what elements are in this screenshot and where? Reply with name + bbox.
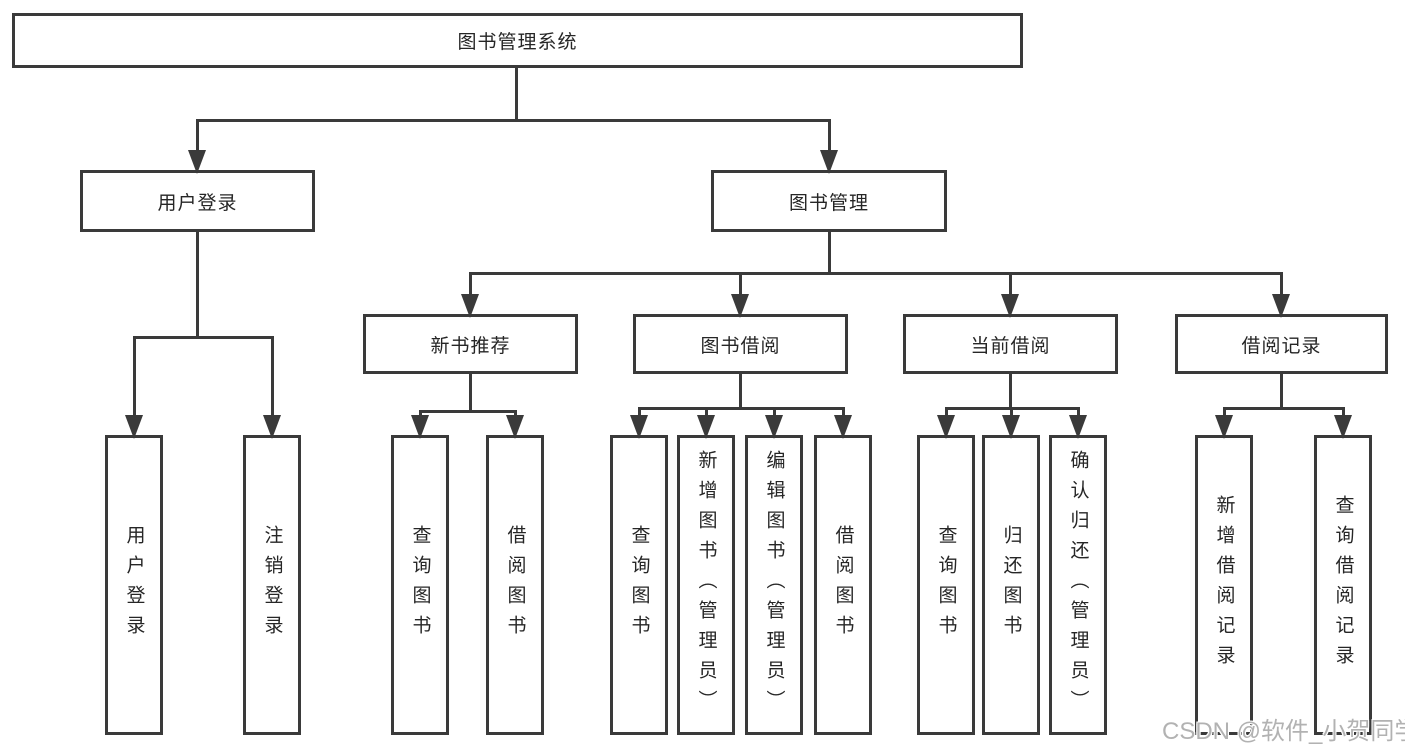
leaf-logout: 注销登录: [243, 435, 301, 735]
arrow-down-icon: [1002, 415, 1020, 439]
connector-line: [469, 272, 1283, 275]
leaf-add-book-admin: 新增图书（管理员）: [677, 435, 735, 735]
connector-line: [827, 232, 831, 275]
node-label: 当前借阅: [970, 335, 1051, 357]
arrow-down-icon: [1272, 294, 1290, 318]
node-current-borrowing: 当前借阅: [903, 314, 1118, 374]
arrow-down-icon: [937, 415, 955, 439]
node-user-login: 用户登录: [80, 170, 315, 232]
node-label: 借阅图书: [504, 525, 526, 645]
node-label: 查询图书: [935, 525, 957, 645]
connector-line: [944, 407, 948, 420]
node-root-library-system: 图书管理系统: [12, 13, 1023, 68]
node-book-management: 图书管理: [711, 170, 947, 232]
leaf-add-borrow-record: 新增借阅记录: [1195, 435, 1253, 735]
arrow-down-icon: [1215, 415, 1233, 439]
connector-line: [772, 407, 776, 420]
node-label: 归还图书: [1000, 525, 1022, 645]
leaf-edit-book-admin: 编辑图书（管理员）: [745, 435, 803, 735]
connector-line: [196, 232, 199, 339]
connector-line: [1222, 407, 1226, 420]
arrow-down-icon: [125, 415, 143, 439]
node-label: 图书借阅: [700, 335, 781, 357]
node-label: 新书推荐: [430, 335, 511, 357]
node-label: 编辑图书（管理员）: [763, 450, 785, 720]
connector-line: [1009, 272, 1012, 299]
node-label: 借阅记录: [1241, 335, 1322, 357]
node-new-book-recommend: 新书推荐: [363, 314, 578, 374]
node-label: 新增借阅记录: [1213, 495, 1235, 675]
leaf-borrow-books-recommend: 借阅图书: [486, 435, 544, 735]
node-label: 图书管理系统: [457, 32, 578, 53]
arrow-down-icon: [411, 415, 429, 439]
node-label: 图书管理: [788, 192, 869, 214]
node-label: 用户登录: [157, 192, 238, 214]
arrow-down-icon: [1334, 415, 1352, 439]
node-borrow-records: 借阅记录: [1175, 314, 1388, 374]
arrow-down-icon: [765, 415, 783, 439]
node-label: 借阅图书: [832, 525, 854, 645]
leaf-confirm-return-admin: 确认归还（管理员）: [1049, 435, 1107, 735]
connector-line: [637, 407, 641, 420]
connector-line: [827, 119, 831, 157]
connector-line: [514, 68, 518, 122]
connector-line: [704, 407, 708, 420]
connector-line: [1341, 407, 1345, 420]
connector-line: [1009, 374, 1012, 410]
node-label: 新增图书（管理员）: [695, 450, 717, 720]
connector-line: [637, 407, 845, 410]
node-book-borrowing: 图书借阅: [633, 314, 848, 374]
connector-line: [270, 336, 274, 421]
arrow-down-icon: [263, 415, 281, 439]
arrow-down-icon: [731, 294, 749, 318]
arrow-down-icon: [630, 415, 648, 439]
connector-line: [196, 119, 199, 157]
node-label: 查询图书: [628, 525, 650, 645]
node-label: 确认归还（管理员）: [1067, 450, 1089, 720]
node-label: 查询借阅记录: [1332, 495, 1354, 675]
node-label: 用户登录: [123, 525, 145, 645]
leaf-query-books-current: 查询图书: [917, 435, 975, 735]
connector-line: [841, 407, 845, 420]
node-label: 注销登录: [261, 525, 283, 645]
leaf-borrow-books: 借阅图书: [814, 435, 872, 735]
connector-line: [1076, 407, 1080, 420]
connector-line: [1222, 407, 1345, 410]
connector-line: [196, 119, 831, 122]
connector-line: [1280, 272, 1283, 299]
connector-line: [418, 410, 517, 413]
connector-line: [132, 336, 274, 339]
leaf-query-borrow-record: 查询借阅记录: [1314, 435, 1372, 735]
connector-line: [739, 272, 742, 299]
watermark: CSDN @软件_小贺同学: [1162, 718, 1405, 745]
leaf-user-login: 用户登录: [105, 435, 163, 735]
arrow-down-icon: [1001, 294, 1019, 318]
arrow-down-icon: [820, 150, 838, 174]
connector-line: [132, 336, 136, 421]
node-label: 查询图书: [409, 525, 431, 645]
leaf-return-books: 归还图书: [982, 435, 1040, 735]
connector-line: [1009, 407, 1013, 420]
connector-line: [469, 272, 472, 299]
leaf-query-books-recommend: 查询图书: [391, 435, 449, 735]
arrow-down-icon: [1069, 415, 1087, 439]
arrow-down-icon: [188, 150, 206, 174]
connector-line: [1280, 374, 1283, 410]
arrow-down-icon: [697, 415, 715, 439]
connector-line: [739, 374, 742, 410]
connector-line: [469, 374, 472, 413]
arrow-down-icon: [461, 294, 479, 318]
arrow-down-icon: [506, 415, 524, 439]
arrow-down-icon: [834, 415, 852, 439]
leaf-query-books-borrow: 查询图书: [610, 435, 668, 735]
